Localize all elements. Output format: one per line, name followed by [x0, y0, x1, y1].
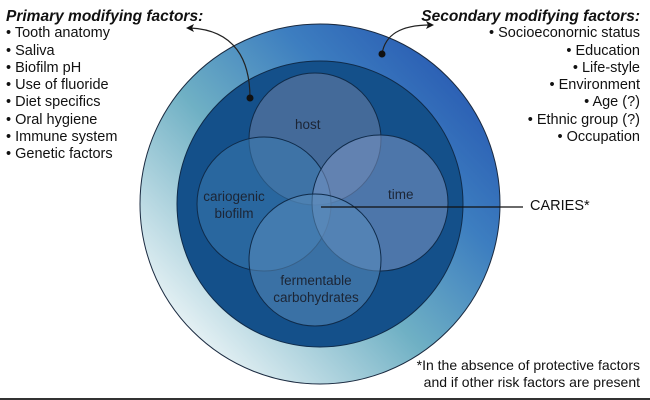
- secondary-factors-list: Secondary modifying factors: • Socioecon…: [421, 8, 640, 146]
- list-item: • Diet specifics: [6, 94, 101, 111]
- list-item: • Tooth anatomy: [6, 25, 110, 42]
- primary-arrow-dot: [246, 94, 254, 102]
- list-item: • Use of fluoride: [6, 77, 109, 94]
- list-item: • Socioeconornic status: [489, 25, 640, 42]
- list-item: • Immune system: [6, 129, 118, 146]
- list-item: • Ethnic group (?): [527, 111, 640, 128]
- list-item: • Oral hygiene: [6, 111, 98, 128]
- list-item: • Saliva: [6, 42, 55, 59]
- secondary-factors-title: Secondary modifying factors:: [421, 8, 640, 25]
- list-item: • Environment: [549, 77, 640, 94]
- label-host: host: [295, 117, 321, 132]
- list-item: • Education: [566, 42, 640, 59]
- secondary-arrow-dot: [378, 50, 386, 58]
- venn-carbohydrates: [248, 193, 382, 327]
- list-item: • Life-style: [572, 59, 640, 76]
- primary-factors-title: Primary modifying factors:: [6, 8, 204, 25]
- secondary-arrow: [381, 24, 431, 55]
- list-item: • Biofilm pH: [6, 59, 82, 76]
- list-item: • Genetic factors: [6, 146, 113, 163]
- primary-arrow: [189, 27, 251, 99]
- primary-arrowhead-icon: [186, 24, 194, 32]
- primary-factors-list: Primary modifying factors: • Tooth anato…: [6, 8, 203, 164]
- caries-label: CARIES*: [530, 198, 590, 214]
- secondary-arrowhead-icon: [426, 21, 434, 29]
- label-time: time: [388, 187, 414, 202]
- list-item: • Age (?): [584, 94, 640, 111]
- list-item: • Occupation: [557, 129, 640, 146]
- footnote: *In the absence of protective factors an…: [416, 357, 640, 390]
